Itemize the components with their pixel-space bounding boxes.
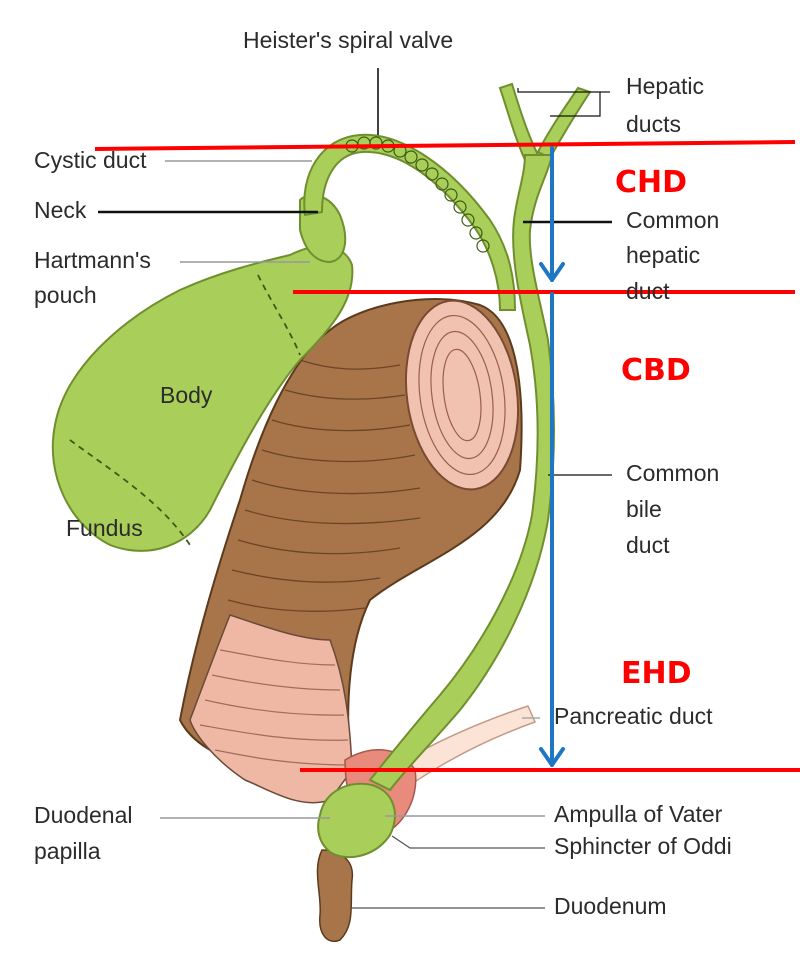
cystic-duct-label: Cystic duct bbox=[34, 147, 147, 173]
gallbladder-fundus-label: Fundus bbox=[66, 515, 143, 541]
duodenum-tail bbox=[316, 849, 354, 942]
common-bile-duct-label-line3: duct bbox=[626, 532, 670, 558]
hepatic-ducts-label-line2: ducts bbox=[626, 111, 681, 137]
segment-boundaries bbox=[94, 140, 800, 772]
leader-lines bbox=[98, 68, 612, 909]
heister-valve-label: Heister's spiral valve bbox=[243, 27, 453, 53]
duodenal-papilla-label-line2: papilla bbox=[34, 838, 101, 864]
gallbladder-shape bbox=[51, 245, 354, 552]
chd-segment-label: CHD bbox=[615, 165, 687, 200]
neck-label: Neck bbox=[34, 197, 87, 223]
segment-arrows bbox=[539, 146, 565, 767]
duodenum-illustration bbox=[178, 298, 523, 942]
ampulla-shape bbox=[317, 782, 396, 859]
ampulla-of-vater-label: Ampulla of Vater bbox=[554, 801, 723, 827]
pancreatic-duct-label: Pancreatic duct bbox=[554, 703, 713, 729]
common-bile-duct-label-line1: Common bbox=[626, 460, 719, 486]
chd-arrow bbox=[539, 146, 565, 282]
right-hepatic-duct bbox=[536, 86, 592, 160]
common-bile-duct-label-line2: bile bbox=[626, 496, 662, 522]
hartmanns-pouch-label-line1: Hartmann's bbox=[34, 247, 151, 273]
cbd-segment-label: CBD bbox=[621, 353, 691, 388]
boundary-line-top bbox=[94, 140, 796, 151]
common-hepatic-duct-label-line3: duct bbox=[626, 278, 670, 304]
hepatic-ducts-label-line1: Hepatic bbox=[626, 73, 704, 99]
sphincter-of-oddi-label: Sphincter of Oddi bbox=[554, 833, 732, 859]
common-hepatic-duct-label-line2: hepatic bbox=[626, 242, 700, 268]
duodenum-mucosa bbox=[189, 614, 353, 804]
common-hepatic-duct-label-line1: Common bbox=[626, 207, 719, 233]
common-duct bbox=[368, 154, 555, 792]
left-hepatic-duct bbox=[498, 82, 540, 162]
hartmanns-pouch-label-line2: pouch bbox=[34, 282, 97, 308]
ehd-arrow bbox=[539, 292, 565, 767]
pancreatic-duct-shape bbox=[404, 705, 537, 787]
ehd-segment-label: EHD bbox=[621, 656, 692, 691]
duodenal-papilla-label-line1: Duodenal bbox=[34, 802, 132, 828]
gallbladder-body-label: Body bbox=[160, 382, 213, 408]
duodenum-lumen bbox=[404, 299, 520, 491]
duodenum-label: Duodenum bbox=[554, 893, 667, 919]
bile-ducts bbox=[368, 82, 592, 792]
